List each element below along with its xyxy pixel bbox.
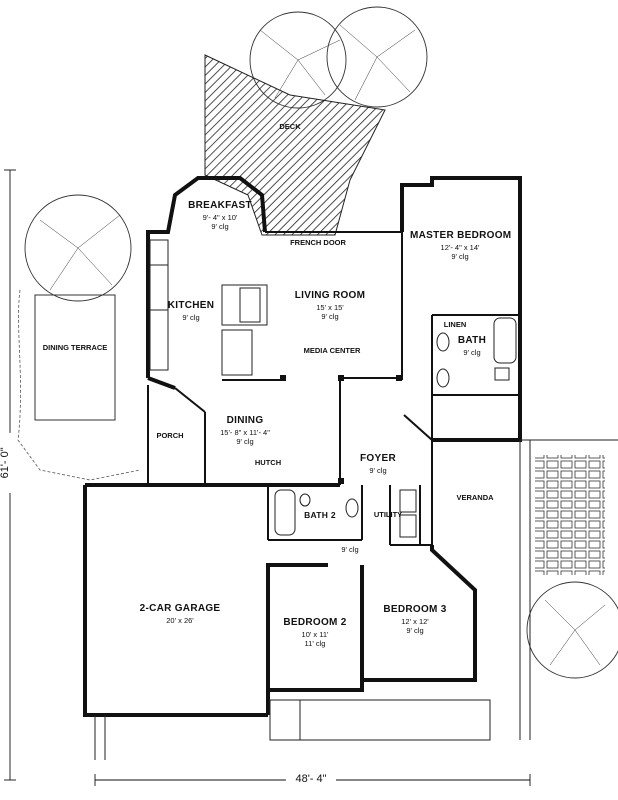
interior-walls [147, 231, 520, 546]
porch-label: PORCH [156, 431, 184, 440]
bath2-label: BATH 2 [304, 510, 336, 520]
bedroom2-label: BEDROOM 2 10' x 11' 11' clg [283, 617, 347, 648]
deck-area [204, 54, 386, 236]
bedroom3-label: BEDROOM 3 12' x 12' 9' clg [383, 604, 447, 635]
dining-terrace-label: DINING TERRACE [42, 343, 108, 352]
bath-fixtures [274, 317, 517, 538]
french-door-label: FRENCH DOOR [290, 238, 346, 247]
veranda-label: VERANDA [456, 493, 494, 502]
kitchen-label: KITCHEN 9' clg [167, 300, 215, 322]
dining-label: DINING 15'- 8" x 11'- 4" 9' clg [220, 415, 270, 446]
foyer-label: FOYER 9' clg [360, 453, 396, 475]
hutch-label: HUTCH [254, 458, 282, 467]
deck-label: DECK [279, 122, 301, 131]
depth-dimension-label: 61'- 0" [0, 432, 13, 493]
media-center-label: MEDIA CENTER [303, 346, 361, 355]
breakfast-label: BREAKFAST 9'- 4" x 10' 9' clg [188, 200, 252, 231]
utility-label: UTILITY [373, 510, 403, 519]
columns [280, 375, 402, 484]
porch-details [94, 439, 618, 760]
bath-label: BATH 9' clg [457, 335, 487, 357]
width-dimension-label: 48'- 4" [286, 773, 336, 787]
kitchen-counters [149, 239, 268, 376]
garage-label: 2-CAR GARAGE 20' x 26' [139, 603, 221, 625]
living-room-label: LIVING ROOM 15' x 15' 9' clg [294, 290, 366, 321]
linen-label: LINEN [443, 320, 467, 329]
paver-walk [535, 455, 605, 575]
dining-terrace [34, 294, 116, 421]
hall-ceiling-label: 9' clg [341, 545, 359, 554]
tree-top [24, 6, 618, 679]
master-bedroom-label: MASTER BEDROOM 12'- 4" x 14' 9' clg [410, 230, 512, 261]
